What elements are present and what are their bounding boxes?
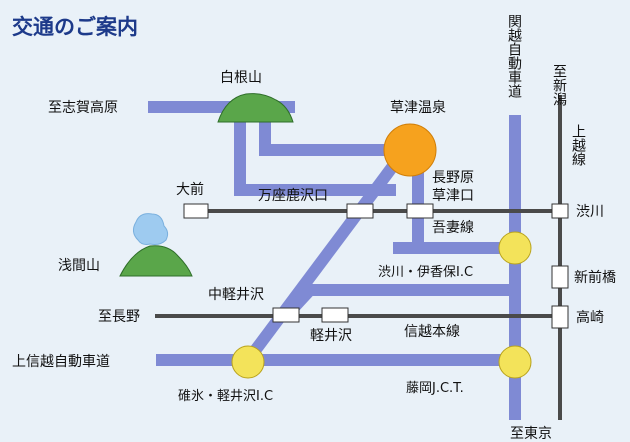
ic-usui-karuizawa-icon [231,345,265,379]
label-shirane: 白根山 [220,70,262,86]
label-joshinetsu: 上信越自動車道 [12,353,110,370]
label-to-niigata: 至新潟 [551,64,567,106]
road-karuizawa-fujioka [281,284,515,321]
road-shirane-loop [234,107,396,196]
label-station-naka-karuizawa: 中軽井沢 [208,287,264,303]
station-box-karuizawa [321,307,349,323]
ic-shibukawa-ikaho-icon [498,231,532,265]
station-box-naganohara [406,203,434,219]
label-station-karuizawa: 軽井沢 [310,328,352,344]
jct-fujioka-icon [498,345,532,379]
label-station-shin-maebashi: 新前橋 [574,269,616,286]
label-jct-fujioka: 藤岡J.C.T. [406,381,464,396]
label-ic-shibukawa-ikaho: 渋川・伊香保I.C [378,265,473,280]
interchange-markers [231,231,532,379]
label-asama: 浅間山 [58,258,100,274]
label-to-tokyo: 至東京 [510,426,552,442]
label-station-naganohara-2: 草津口 [432,188,474,204]
mountain-shirane [217,93,294,123]
station-markers [183,203,569,329]
label-shinetsu-line: 信越本線 [404,324,460,340]
road-shirane-inner [259,110,390,156]
station-box-shibukawa [551,203,569,219]
label-joetsu-line: 上越線 [570,124,586,166]
label-ic-usui-karuizawa: 碓氷・軽井沢I.C [178,389,273,404]
station-box-manza [346,203,374,219]
page-title: 交通のご案内 [12,15,138,39]
station-box-omae [183,203,209,219]
mountain-asama [119,213,193,277]
label-agatsuma-line: 吾妻線 [432,220,474,236]
label-station-takasaki: 高崎 [576,309,604,326]
station-box-naka-karuizawa [272,307,300,323]
volcano-smoke-icon [132,213,169,245]
station-box-takasaki [551,305,569,329]
label-station-omae: 大前 [176,181,204,198]
road-kusatsu-karuizawa [243,158,401,364]
onsen-marker-icon [383,123,437,177]
station-box-shin-maebashi [551,265,569,289]
label-kanetsu: 関越自動車道 [506,14,522,99]
road-network [148,101,521,420]
label-to-nagano: 至長野 [98,309,140,325]
label-station-shibukawa: 渋川 [576,204,604,220]
label-station-manza: 万座鹿沢口 [258,187,328,204]
label-to-shiga-kogen: 至志賀高原 [48,99,118,116]
label-kusatsu-onsen: 草津温泉 [390,99,446,116]
rail-network [155,95,562,420]
label-station-naganohara-1: 長野原 [432,170,474,186]
